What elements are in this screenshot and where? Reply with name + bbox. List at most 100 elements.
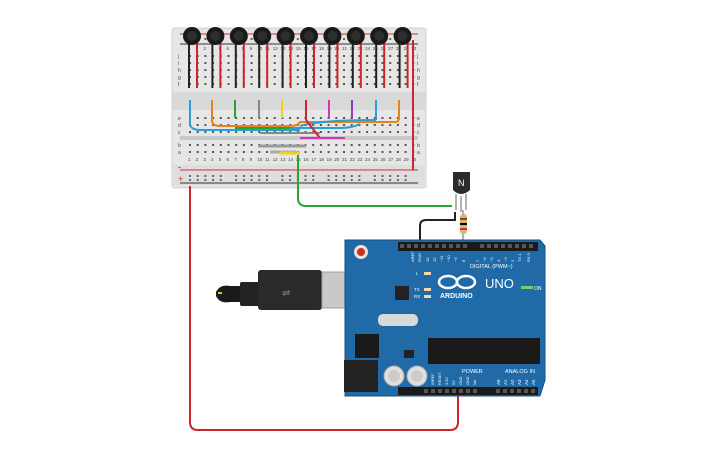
digital-pin-label: ~5 — [489, 257, 494, 262]
row-letter: b — [417, 143, 420, 149]
header-pin[interactable] — [529, 244, 533, 248]
arduino-logo: ARDUINO — [437, 274, 477, 300]
header-pin[interactable] — [435, 244, 439, 248]
digital-header-pins[interactable] — [400, 244, 533, 248]
digital-header-label: DIGITAL (PWM~) — [470, 264, 513, 270]
analog-pin-label: A3 — [517, 379, 522, 385]
header-pin[interactable] — [501, 244, 505, 248]
header-pin[interactable] — [522, 244, 526, 248]
header-pin[interactable] — [466, 389, 470, 393]
header-pin[interactable] — [480, 244, 484, 248]
column-number: 14 — [288, 157, 294, 162]
header-pin[interactable] — [421, 244, 425, 248]
digital-pin-label: 7 — [475, 259, 480, 262]
green-signal-wire[interactable] — [297, 155, 452, 207]
column-number: 21 — [342, 46, 348, 51]
header-pin[interactable] — [487, 244, 491, 248]
transistor-label: N — [458, 178, 465, 188]
vibration-motor[interactable] — [346, 27, 365, 88]
header-pin[interactable] — [442, 244, 446, 248]
npn-transistor[interactable]: N — [453, 172, 470, 212]
vibration-motor[interactable] — [276, 27, 295, 88]
column-number: 3 — [203, 46, 206, 51]
header-pin[interactable] — [407, 244, 411, 248]
column-number: 7 — [234, 157, 237, 162]
header-pin[interactable] — [531, 389, 535, 393]
header-pin[interactable] — [449, 244, 453, 248]
column-number: 6 — [227, 46, 230, 51]
vibration-motors[interactable] — [183, 27, 412, 88]
column-number: 18 — [319, 46, 325, 51]
vibration-motor[interactable] — [300, 27, 318, 88]
row-letter: j — [177, 54, 179, 60]
header-pin[interactable] — [424, 389, 428, 393]
header-pin[interactable] — [524, 389, 528, 393]
vibration-motor[interactable] — [206, 27, 225, 88]
header-pin[interactable] — [508, 244, 512, 248]
vibration-motor[interactable] — [253, 27, 272, 88]
column-number: 18 — [319, 157, 325, 162]
header-pin[interactable] — [438, 389, 442, 393]
header-pin[interactable] — [452, 389, 456, 393]
header-pin[interactable] — [445, 389, 449, 393]
column-number: 25 — [373, 157, 379, 162]
vibration-motor[interactable] — [323, 27, 342, 88]
analog-pin-label: A0 — [496, 379, 501, 385]
column-number: 30 — [411, 157, 417, 162]
header-pin[interactable] — [473, 389, 477, 393]
header-pin[interactable] — [496, 389, 500, 393]
power-jack[interactable] — [344, 360, 378, 392]
header-pin[interactable] — [517, 389, 521, 393]
row-letter: e — [417, 116, 420, 122]
power-pin-label: 5V — [452, 380, 456, 385]
power-pin-label: RESET — [438, 372, 442, 385]
vibration-motor[interactable] — [370, 27, 389, 88]
header-pin[interactable] — [456, 244, 460, 248]
row-letter: d — [417, 123, 420, 129]
digital-pin-label: AREF — [410, 251, 415, 262]
header-pin[interactable] — [431, 389, 435, 393]
column-number: 27 — [388, 157, 394, 162]
column-number: 23 — [357, 157, 363, 162]
arduino-uno-board[interactable]: ARDUINO UNO ON L TX RX DIGITAL (PWM~) AR… — [344, 239, 546, 397]
row-letter: c — [417, 130, 420, 136]
column-number: 28 — [396, 157, 402, 162]
row-letter: i — [417, 61, 418, 67]
digital-pin-label: 13 — [425, 257, 430, 262]
header-pin[interactable] — [510, 389, 514, 393]
column-number: 19 — [327, 157, 333, 162]
header-pin[interactable] — [428, 244, 432, 248]
power-header-label: POWER — [462, 369, 483, 375]
column-number: 16 — [304, 157, 310, 162]
header-pin[interactable] — [459, 389, 463, 393]
column-number: 8 — [242, 157, 245, 162]
power-analog-header-pins[interactable] — [424, 389, 535, 393]
reset-button[interactable] — [357, 248, 365, 256]
row-letter: a — [417, 150, 420, 156]
header-pin[interactable] — [515, 244, 519, 248]
column-number: 11 — [265, 157, 270, 162]
vibration-motor[interactable] — [229, 27, 248, 88]
column-number: 24 — [365, 157, 371, 162]
vibration-motor[interactable] — [393, 27, 412, 88]
header-pin[interactable] — [494, 244, 498, 248]
vibration-motor[interactable] — [183, 27, 201, 88]
digital-pin-label: 8 — [461, 259, 466, 262]
analog-pin-label: A1 — [503, 379, 508, 385]
brand-label: ARDUINO — [440, 293, 473, 300]
resistor[interactable] — [460, 210, 467, 242]
on-label: ON — [534, 286, 542, 292]
header-pin[interactable] — [463, 244, 467, 248]
black-ground-wire[interactable] — [419, 212, 456, 242]
header-pin[interactable] — [414, 244, 418, 248]
header-pin[interactable] — [400, 244, 404, 248]
red-power-wire[interactable] — [189, 186, 459, 431]
column-number: 6 — [227, 157, 230, 162]
row-letter: g — [417, 75, 420, 81]
header-pin[interactable] — [503, 389, 507, 393]
column-number: 27 — [388, 46, 394, 51]
digital-pin-label: RX 0 — [526, 252, 531, 262]
jumper-wires[interactable] — [189, 100, 400, 155]
